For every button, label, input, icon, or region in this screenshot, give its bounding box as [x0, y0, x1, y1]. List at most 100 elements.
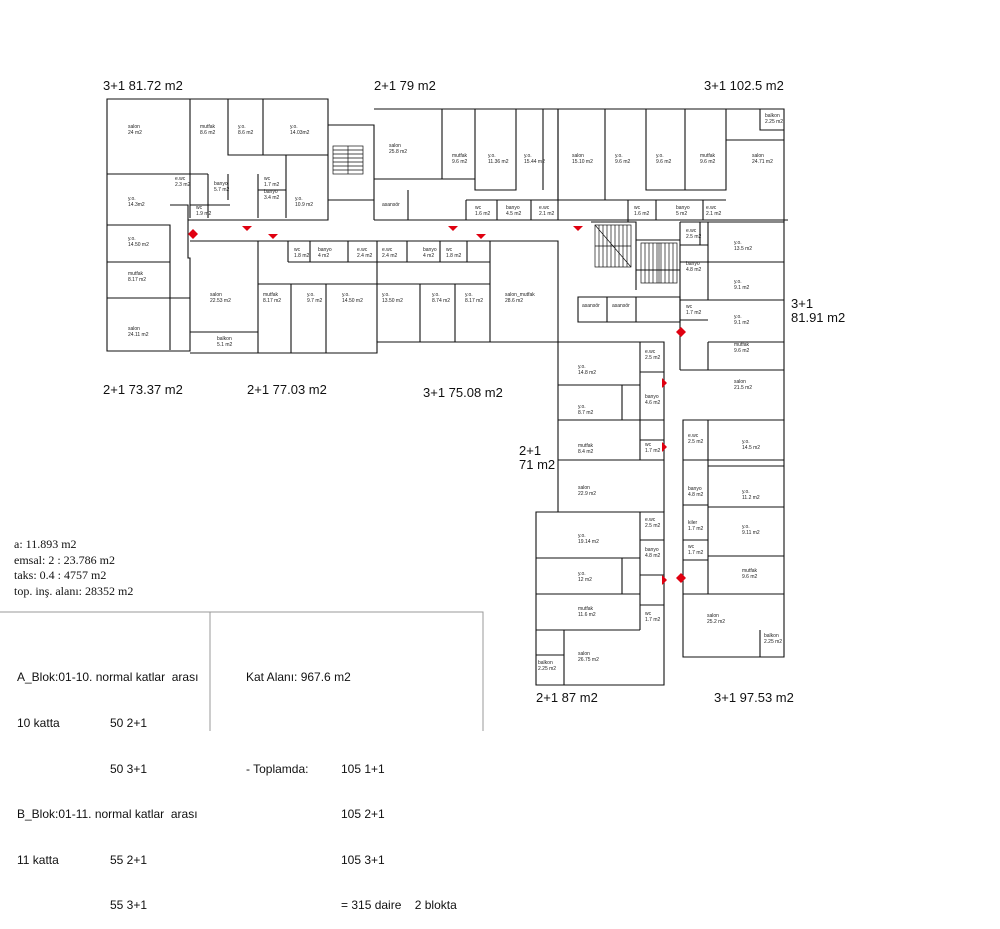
total-area-stat: top. inş. alanı: 28352 m2	[14, 583, 134, 598]
room-area: 8.4 m2	[578, 449, 594, 455]
room-area: 1.7 m2	[645, 448, 661, 454]
room-area: 4.8 m2	[645, 553, 661, 559]
room-name: mutfak	[128, 271, 144, 277]
unit-label: 2+1 87 m2	[536, 690, 598, 705]
room-area: 1.8 m2	[446, 253, 462, 259]
room-name: y.o.	[734, 314, 742, 320]
room-area: 1.6 m2	[475, 211, 491, 217]
room-area: 25.2 m2	[707, 619, 725, 625]
room-name: e.wc	[645, 517, 656, 523]
room-area: 1.7 m2	[688, 526, 704, 532]
room-area: 4 m2	[423, 253, 434, 259]
room-name: y.o.	[290, 124, 298, 130]
unit-label: 2+1 79 m2	[374, 78, 436, 93]
room-area: 12 m2	[578, 577, 592, 583]
summary-frame	[0, 611, 484, 731]
a-katta: 10 katta	[17, 716, 60, 731]
room-area: 24.11 m2	[128, 332, 149, 338]
room-name: wc	[688, 544, 695, 550]
room-name: salon	[572, 153, 584, 159]
room-name: y.o.	[382, 292, 390, 298]
room-area: 15.44 m2	[524, 159, 545, 165]
unit-label: 3+1 97.53 m2	[714, 690, 794, 705]
room-name: y.o.	[742, 439, 750, 445]
entrance-marker	[573, 226, 583, 231]
a-blok-line: A_Blok:01-10. normal katlar arası	[17, 670, 199, 685]
room-name: banyo	[318, 247, 332, 253]
room-area: 4 m2	[318, 253, 329, 259]
entrance-marker	[268, 234, 278, 239]
room-name: y.o.	[342, 292, 350, 298]
entrance-marker	[662, 442, 667, 452]
taks-stat: taks: 0.4 : 4757 m2	[14, 568, 107, 582]
room-name: salon	[128, 326, 140, 332]
room-area: 1.7 m2	[686, 310, 702, 316]
room-name: y.o.	[488, 153, 496, 159]
room-name: balkon	[764, 633, 779, 639]
room-name: wc	[446, 247, 453, 253]
room-area: 5.7 m2	[214, 187, 230, 193]
room-area: 1.7 m2	[688, 550, 704, 556]
room-area: 5 m2	[676, 211, 687, 217]
room-name: mutfak	[263, 292, 279, 298]
room-area: 8.7 m2	[578, 410, 594, 416]
room-name: y.o.	[578, 364, 586, 370]
room-name: y.o.	[238, 124, 246, 130]
site-stats: a: 11.893 m2 emsal: 2 : 23.786 m2 taks: …	[14, 537, 133, 599]
room-area: 8.6 m2	[200, 130, 216, 136]
unit-label: 2+1 73.37 m2	[103, 382, 183, 397]
room-name: banyo	[506, 205, 520, 211]
room-area: 9.1 m2	[734, 285, 750, 291]
entrance-marker	[448, 226, 458, 231]
room-area: 2.5 m2	[645, 523, 661, 529]
room-name: y.o.	[578, 533, 586, 539]
room-name: mutfak	[578, 606, 594, 612]
room-name: y.o.	[578, 571, 586, 577]
room-area: 24.71 m2	[752, 159, 773, 165]
room-area: 14.8 m2	[578, 370, 596, 376]
room-area: 8.74 m2	[432, 298, 450, 304]
entrance-marker	[662, 378, 667, 388]
room-name: asansör	[612, 303, 630, 309]
room-name: e.wc	[645, 349, 656, 355]
room-area: 11.2 m2	[742, 495, 760, 501]
room-name: salon	[210, 292, 222, 298]
kat-alani: Kat Alanı: 967.6 m2	[246, 670, 351, 685]
room-name: y.o.	[465, 292, 473, 298]
room-area: 5.1 m2	[217, 342, 233, 348]
entrance-marker	[662, 575, 667, 585]
room-name: y.o.	[656, 153, 664, 159]
room-area: 2.4 m2	[382, 253, 398, 259]
room-area: 14.03m2	[290, 130, 310, 136]
room-name: salon	[578, 485, 590, 491]
unit-label: 81.91 m2	[791, 310, 846, 325]
room-name: y.o.	[742, 489, 750, 495]
room-name: wc	[645, 611, 652, 617]
room-name: mutfak	[452, 153, 468, 159]
total-11: 105 1+1	[341, 761, 385, 776]
room-area: 2.4 m2	[357, 253, 373, 259]
unit-label: 2+1	[519, 443, 542, 458]
room-name: mutfak	[742, 568, 758, 574]
room-area: 2.25 m2	[538, 666, 556, 672]
area-stat: a: 11.893 m2	[14, 537, 77, 551]
room-area: 24 m2	[128, 130, 142, 136]
room-name: wc	[686, 304, 693, 310]
room-name: y.o.	[524, 153, 532, 159]
room-area: 25.8 m2	[389, 149, 407, 155]
room-area: 11.36 m2	[488, 159, 509, 165]
room-area: 21.5 m2	[734, 385, 752, 391]
room-area: 2.25 m2	[765, 119, 783, 125]
room-name: asansör	[582, 303, 600, 309]
unit-label: 2+1 77.03 m2	[247, 382, 327, 397]
room-name: e.wc	[382, 247, 393, 253]
room-area: 14.5 m2	[742, 445, 760, 451]
room-area: 4.8 m2	[688, 492, 704, 498]
room-area: 1.6 m2	[634, 211, 650, 217]
room-name: banyo	[214, 181, 228, 187]
room-area: 8.17 m2	[128, 277, 146, 283]
room-area: 4.8 m2	[686, 267, 702, 273]
room-name: salon	[128, 124, 140, 130]
room-area: 14.50 m2	[128, 242, 149, 248]
emsal-stat: emsal: 2 : 23.786 m2	[14, 552, 115, 567]
